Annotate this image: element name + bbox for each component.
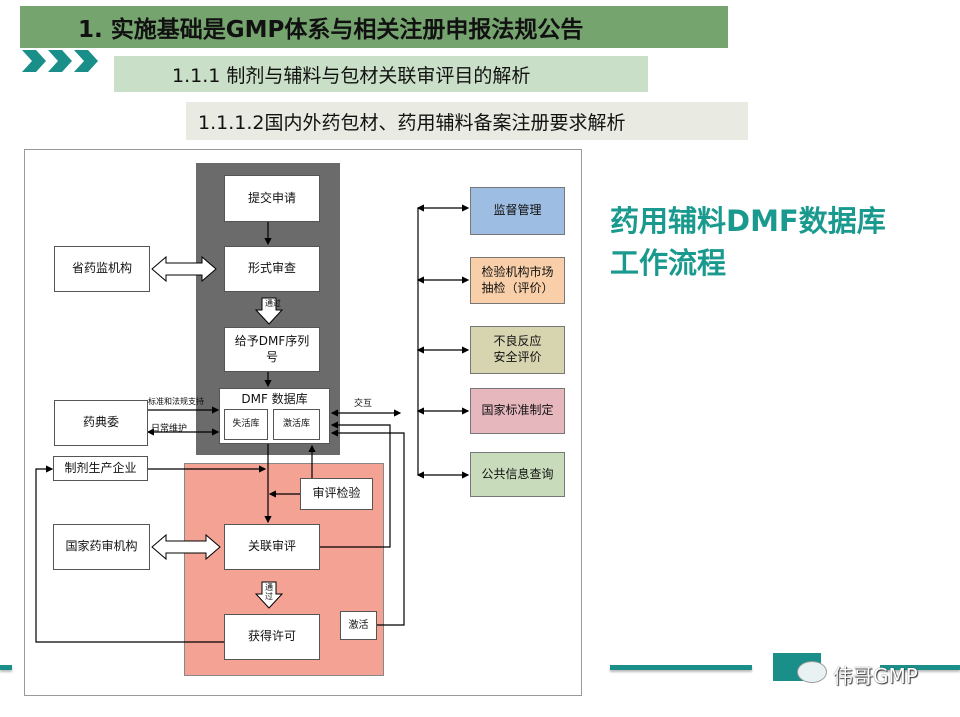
province-box: 省药监机构 xyxy=(54,246,150,292)
subsection-title: 1.1.1 制剂与辅料与包材关联审评目的解析 xyxy=(114,56,648,92)
right-box-inspection: 检验机构市场抽检（评价） xyxy=(470,257,565,304)
get-license-box: 获得许可 xyxy=(224,614,320,660)
inactive-box: 失活库 xyxy=(224,409,268,440)
pass-label: 通过 xyxy=(265,299,281,308)
submit-box: 提交申请 xyxy=(224,175,320,222)
cde-box: 国家药审机构 xyxy=(53,524,150,570)
joint-review-box: 关联审评 xyxy=(224,524,320,570)
active-box: 激活库 xyxy=(273,409,320,440)
right-box-public: 公共信息查询 xyxy=(470,452,565,497)
pharmacopoeia-box: 药典委 xyxy=(54,400,148,446)
interact-label: 交互 xyxy=(354,399,373,409)
watermark: 伟哥GMP xyxy=(833,664,918,688)
subtitle-text: 1.1.1 制剂与辅料与包材关联审评目的解析 xyxy=(172,64,531,87)
formal-review-box: 形式审查 xyxy=(224,246,320,292)
std-support-label: 标准和法规支持 xyxy=(148,397,204,406)
title-text: 1. 实施基础是GMP体系与相关注册申报法规公告 xyxy=(78,17,584,43)
activate-box: 激活 xyxy=(340,611,377,640)
section-title: 1. 实施基础是GMP体系与相关注册申报法规公告 xyxy=(20,6,728,48)
footer-line-mid xyxy=(610,665,752,670)
footer-line-right xyxy=(880,665,960,670)
review-test-box: 审评检验 xyxy=(300,478,373,510)
side-title: 药用辅料DMF数据库 工作流程 xyxy=(610,200,886,284)
dmf-db-label: DMF 数据库 xyxy=(241,392,308,406)
section-text: 1.1.1.2国内外药包材、药用辅料备案注册要求解析 xyxy=(198,111,626,134)
manufacturer-box: 制剂生产企业 xyxy=(53,456,148,481)
assign-dmf-box: 给予DMF序列号 xyxy=(224,327,320,372)
daily-maint-label: 日常维护 xyxy=(151,424,188,434)
footer-line-left xyxy=(0,665,12,670)
right-box-supervision: 监督管理 xyxy=(470,187,565,235)
subsubsection-title: 1.1.1.2国内外药包材、药用辅料备案注册要求解析 xyxy=(186,102,748,140)
side-title-line-2: 工作流程 xyxy=(610,246,727,280)
wechat-icon xyxy=(797,661,827,683)
side-title-line-1: 药用辅料DMF数据库 xyxy=(610,204,886,238)
right-box-adverse: 不良反应安全评价 xyxy=(470,326,565,374)
pass-label-2: 通过 xyxy=(265,583,273,601)
diagram-frame xyxy=(24,149,582,696)
right-box-standard: 国家标准制定 xyxy=(470,388,565,434)
chevrons-icon xyxy=(22,50,98,72)
